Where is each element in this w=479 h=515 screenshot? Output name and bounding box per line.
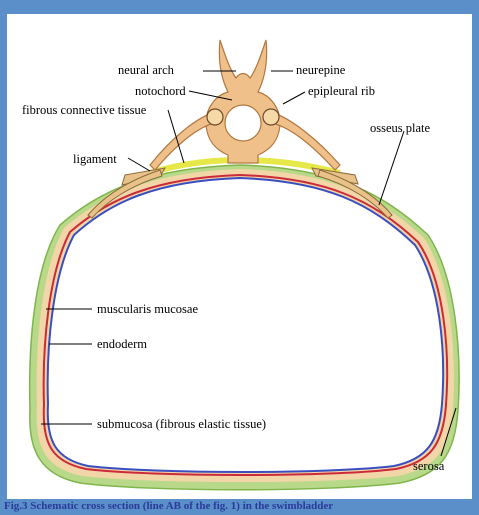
- notochord-shape: [225, 105, 261, 141]
- label-fibrous-connective-tissue: fibrous connective tissue: [22, 103, 146, 117]
- label-endoderm: endoderm: [97, 337, 147, 351]
- label-submucosa: submucosa (fibrous elastic tissue): [97, 417, 266, 431]
- leader-epipleural: [283, 92, 305, 104]
- label-muscularis-mucosae: muscularis mucosae: [97, 302, 198, 316]
- label-epipleural-rib: epipleural rib: [308, 84, 375, 98]
- label-neural-arch: neural arch: [118, 63, 174, 77]
- neural-arch-shape: [206, 40, 280, 163]
- label-notochord: notochord: [135, 84, 186, 98]
- label-osseus-plate: osseus plate: [370, 121, 430, 135]
- rib-joint-right: [263, 109, 279, 125]
- rib-joint-left: [207, 109, 223, 125]
- figure-caption: Fig.3 Schematic cross section (line AB o…: [4, 499, 479, 515]
- label-serosa: serosa: [413, 459, 444, 473]
- leader-osseus: [379, 131, 404, 205]
- label-ligament: ligament: [73, 152, 117, 166]
- leader-ligament: [128, 158, 150, 171]
- label-neurepine: neurepine: [296, 63, 345, 77]
